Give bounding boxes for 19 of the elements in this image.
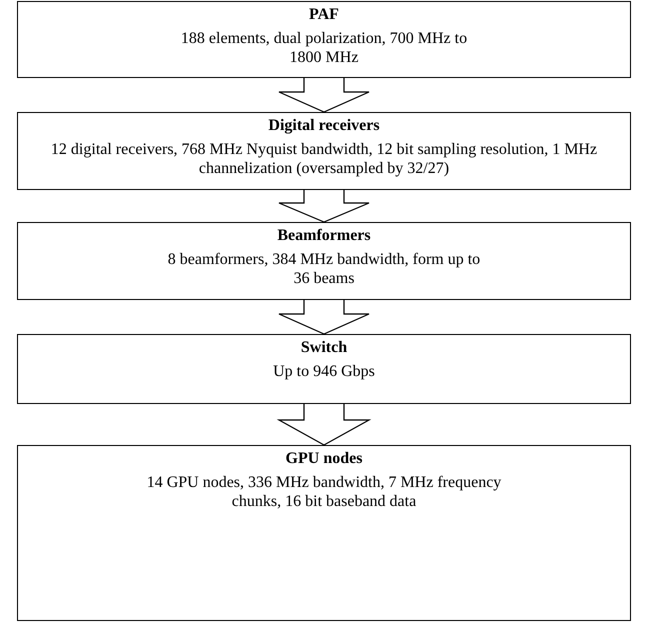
box-heading: PAF — [309, 5, 339, 25]
box-heading: Digital receivers — [268, 116, 380, 136]
box-description: 188 elements, dual polarization, 700 MHz to 1800 MHz — [180, 29, 468, 67]
process-box — [17, 222, 631, 300]
box-heading: GPU nodes — [286, 449, 362, 469]
box-description: 8 beamformers, 384 MHz bandwidth, form up to 36 beams — [166, 250, 482, 288]
box-description: Up to 946 Gbps — [272, 362, 376, 381]
process-box — [17, 334, 631, 404]
process-box — [17, 1, 631, 78]
block-arrow — [278, 189, 370, 223]
box-heading: Beamformers — [277, 226, 371, 246]
block-arrow — [278, 299, 370, 335]
process-box — [17, 112, 631, 190]
box-description: 12 digital receivers, 768 MHz Nyquist bandwidth, 12 bit sampling resolution, 1 MHz channelization (oversampled by 32/27) — [50, 140, 598, 178]
process-box — [17, 445, 631, 621]
box-description: 14 GPU nodes, 336 MHz bandwidth, 7 MHz frequency chunks, 16 bit baseband data — [146, 473, 502, 511]
block-arrow — [278, 77, 370, 113]
box-heading: Switch — [300, 338, 348, 358]
block-arrow — [276, 403, 372, 446]
